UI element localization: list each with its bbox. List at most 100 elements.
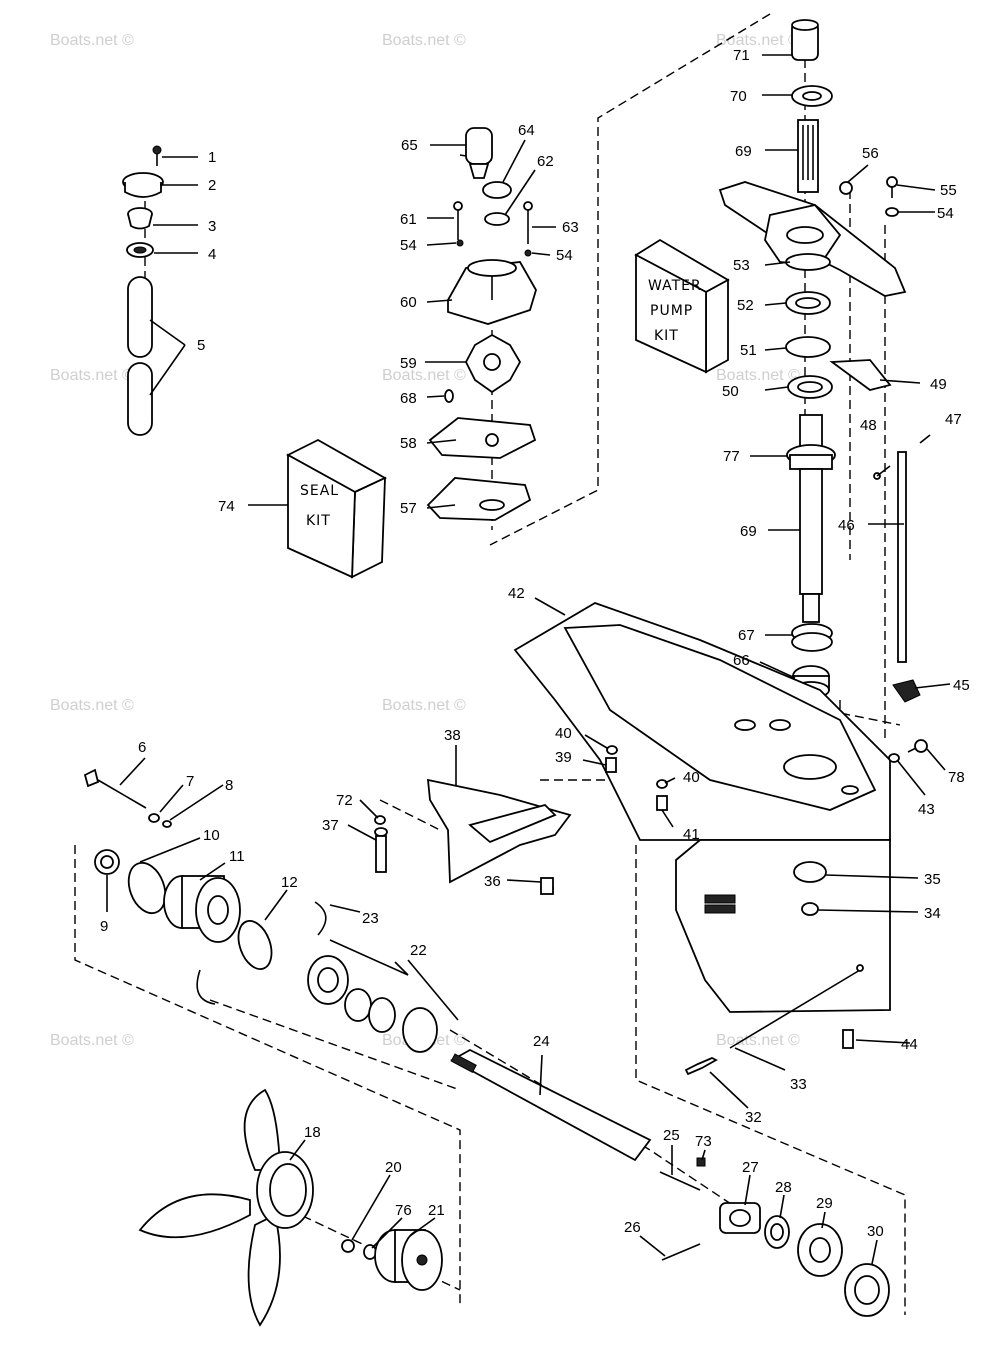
callout-48: 48 bbox=[860, 417, 877, 434]
water-pump-kit-text: PUMP bbox=[650, 303, 693, 319]
callout-32: 32 bbox=[745, 1109, 762, 1126]
callout-57: 57 bbox=[400, 500, 417, 517]
part-77-69-driveshaft bbox=[786, 414, 836, 623]
callout-3: 3 bbox=[208, 218, 216, 235]
callout-71: 71 bbox=[733, 47, 750, 64]
callout-73: 73 bbox=[695, 1133, 712, 1150]
water-pump-kit-text: KIT bbox=[654, 328, 679, 344]
callout-38: 38 bbox=[444, 727, 461, 744]
water-pump-kit-text: WATER bbox=[648, 278, 702, 294]
part-11-bearing-carrier bbox=[163, 875, 241, 943]
watermark: Boats.net © bbox=[382, 697, 466, 714]
callout-28: 28 bbox=[775, 1179, 792, 1196]
callout-36: 36 bbox=[484, 873, 501, 890]
callout-2: 2 bbox=[208, 177, 216, 194]
part-6-7-8-bolt bbox=[83, 768, 172, 828]
callout-52: 52 bbox=[737, 297, 754, 314]
callout-62: 62 bbox=[537, 153, 554, 170]
callout-69: 69 bbox=[740, 523, 757, 540]
part-61-63-bolts bbox=[453, 201, 533, 257]
part-52-bearing bbox=[785, 291, 831, 315]
callout-42: 42 bbox=[508, 585, 525, 602]
callout-9: 9 bbox=[100, 918, 108, 935]
watermark: Boats.net © bbox=[50, 1032, 134, 1049]
callout-56: 56 bbox=[862, 145, 879, 162]
callout-60: 60 bbox=[400, 294, 417, 311]
part-50-bearing bbox=[787, 375, 833, 399]
callout-12: 12 bbox=[281, 874, 298, 891]
callout-47: 47 bbox=[945, 411, 962, 428]
part-18-propeller bbox=[138, 1088, 314, 1327]
part-24-prop-shaft bbox=[450, 1048, 652, 1162]
callout-55: 55 bbox=[940, 182, 957, 199]
callout-45: 45 bbox=[953, 677, 970, 694]
callout-66: 66 bbox=[733, 652, 750, 669]
part-3-bushing bbox=[127, 207, 153, 230]
callout-41: 41 bbox=[683, 826, 700, 843]
callout-29: 29 bbox=[816, 1195, 833, 1212]
part-68-key bbox=[444, 389, 454, 403]
callout-26: 26 bbox=[624, 1219, 641, 1236]
callout-67: 67 bbox=[738, 627, 755, 644]
part-51-oring bbox=[785, 336, 831, 358]
callout-49: 49 bbox=[930, 376, 947, 393]
watermark: Boats.net © bbox=[716, 1032, 800, 1049]
part-59-impeller bbox=[464, 333, 522, 394]
callout-40: 40 bbox=[683, 769, 700, 786]
watermark: Boats.net © bbox=[50, 367, 134, 384]
callout-78: 78 bbox=[948, 769, 965, 786]
callout-labels: 1 2 3 4 5 71 70 69 56 55 54 53 52 51 49 … bbox=[100, 47, 970, 1240]
part-5-tubes bbox=[127, 276, 153, 436]
part-55-54-screw-washer bbox=[885, 176, 899, 217]
part-53-housing bbox=[718, 181, 907, 297]
callout-27: 27 bbox=[742, 1159, 759, 1176]
watermark: Boats.net © bbox=[50, 32, 134, 49]
part-43-78-screw bbox=[888, 739, 928, 763]
callout-46: 46 bbox=[838, 517, 855, 534]
callout-54: 54 bbox=[937, 205, 954, 222]
callout-33: 33 bbox=[790, 1076, 807, 1093]
callout-18: 18 bbox=[304, 1124, 321, 1141]
callout-10: 10 bbox=[203, 827, 220, 844]
callout-5: 5 bbox=[197, 337, 205, 354]
callout-30: 30 bbox=[867, 1223, 884, 1240]
watermark: Boats.net © bbox=[382, 32, 466, 49]
part-2-clamp bbox=[122, 172, 164, 198]
callout-4: 4 bbox=[208, 246, 216, 263]
part-72-37-bolt bbox=[374, 815, 388, 873]
callout-40: 40 bbox=[555, 725, 572, 742]
callout-20: 20 bbox=[385, 1159, 402, 1176]
callout-59: 59 bbox=[400, 355, 417, 372]
callout-11: 11 bbox=[229, 848, 245, 865]
part-12-ring bbox=[237, 920, 273, 970]
callout-63: 63 bbox=[562, 219, 579, 236]
callout-34: 34 bbox=[924, 905, 941, 922]
part-23-retainer bbox=[196, 901, 327, 1005]
part-20-76-21-nut-washer bbox=[341, 1229, 443, 1291]
callout-50: 50 bbox=[722, 383, 739, 400]
part-49-gasket bbox=[829, 359, 892, 391]
part-28-washer bbox=[764, 1215, 790, 1249]
part-56-ball bbox=[839, 181, 853, 195]
callout-51: 51 bbox=[740, 342, 757, 359]
water-pump-kit-box: WATER PUMP KIT bbox=[634, 238, 730, 374]
part-48-47-46-shift-rod bbox=[873, 434, 931, 663]
part-9-seal bbox=[94, 849, 120, 875]
callout-54: 54 bbox=[556, 247, 573, 264]
part-57-gasket bbox=[426, 477, 532, 521]
part-69-shaft-top bbox=[797, 119, 819, 193]
callout-23: 23 bbox=[362, 910, 379, 927]
callout-43: 43 bbox=[918, 801, 935, 818]
callout-70: 70 bbox=[730, 88, 747, 105]
watermark: Boats.net © bbox=[716, 32, 800, 49]
callout-6: 6 bbox=[138, 739, 146, 756]
seal-kit-box: SEAL KIT bbox=[286, 438, 387, 579]
callout-74: 74 bbox=[218, 498, 235, 515]
part-27-clutch bbox=[719, 1202, 761, 1234]
callout-58: 58 bbox=[400, 435, 417, 452]
part-44-plug bbox=[842, 1029, 854, 1049]
callout-25: 25 bbox=[663, 1127, 680, 1144]
callout-21: 21 bbox=[428, 1202, 445, 1219]
callout-22: 22 bbox=[410, 942, 427, 959]
